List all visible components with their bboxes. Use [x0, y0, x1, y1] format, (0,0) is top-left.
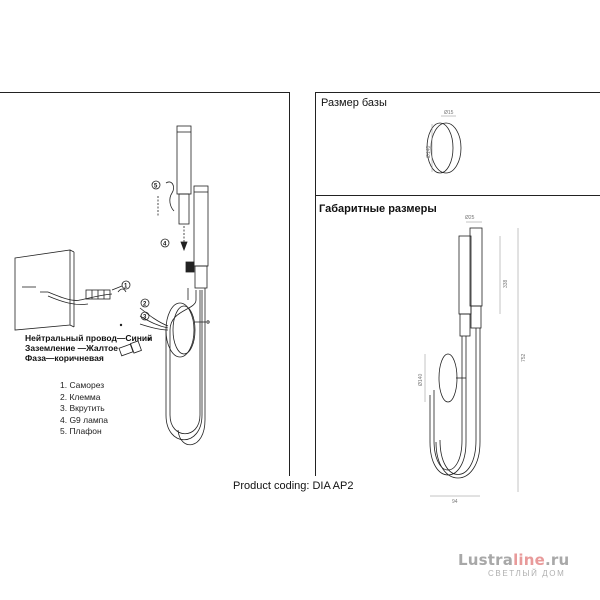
u-tube-outer — [169, 290, 201, 434]
total-height-dim: 752 — [521, 353, 527, 362]
base-size-title: Размер базы — [321, 97, 387, 109]
g9-lamp-part — [118, 343, 134, 357]
shade-diameter-dim: Ø25 — [465, 215, 475, 221]
part-item-5: 5. Плафон — [60, 426, 102, 436]
product-coding: Product coding: DIA AP2 — [233, 480, 354, 492]
panel-divider-right — [315, 92, 316, 476]
right-shade-left — [458, 235, 472, 315]
lustraline-logo[interactable]: Lustraline.ru СВЕТЛЫЙ ДОМ — [458, 551, 593, 583]
legend-phase: Фаза—коричневая — [25, 353, 104, 363]
part-item-4: 4. G9 лампа — [60, 414, 109, 425]
logo-part-3: .ru — [545, 551, 570, 569]
width-dim: 94 — [452, 499, 458, 505]
step-3-label: 3 — [143, 315, 147, 321]
step-5-label: 5 — [154, 184, 158, 190]
top-right-border — [315, 92, 600, 93]
step-4-label: 4 — [163, 242, 167, 248]
logo-tagline: СВЕТЛЫЙ ДОМ — [488, 569, 566, 578]
shade-length-dim: 338 — [503, 279, 509, 288]
wall-wires — [47, 291, 113, 301]
legend-neutral: Нейтральный провод—Синий — [25, 333, 153, 343]
parts-list: 1. Саморез 2. Клемма 3. Вкрутить 4. G9 л… — [60, 380, 108, 438]
overall-dimensions-title: Габаритные размеры — [319, 203, 437, 215]
part-item-1: 1. Саморез — [60, 380, 105, 390]
base-plate-drawing — [430, 122, 462, 174]
shade-lower — [193, 185, 209, 267]
right-base — [438, 353, 458, 403]
right-base-diameter-dim: Ø140 — [418, 374, 424, 386]
step-2-label: 2 — [143, 302, 147, 308]
part-item-3: 3. Вкрутить — [60, 403, 105, 413]
right-u-tube — [433, 336, 463, 471]
base-depth-dim: Ø15 — [444, 110, 454, 116]
base-diameter-dim: Ø140 — [426, 146, 432, 158]
panel-divider-left — [289, 92, 290, 476]
step-1-label: 1 — [124, 284, 128, 290]
part-item-2: 2. Клемма — [60, 391, 101, 402]
right-shade-right — [469, 227, 483, 307]
wall-mounting-box — [14, 249, 71, 331]
legend-ground: Заземление —Жалтое — [25, 343, 119, 353]
logo-part-2: line — [513, 551, 545, 569]
shade-upper — [176, 125, 192, 195]
right-section-divider — [315, 195, 600, 196]
logo-part-1: Lustra — [458, 551, 514, 569]
top-left-border — [0, 92, 289, 93]
